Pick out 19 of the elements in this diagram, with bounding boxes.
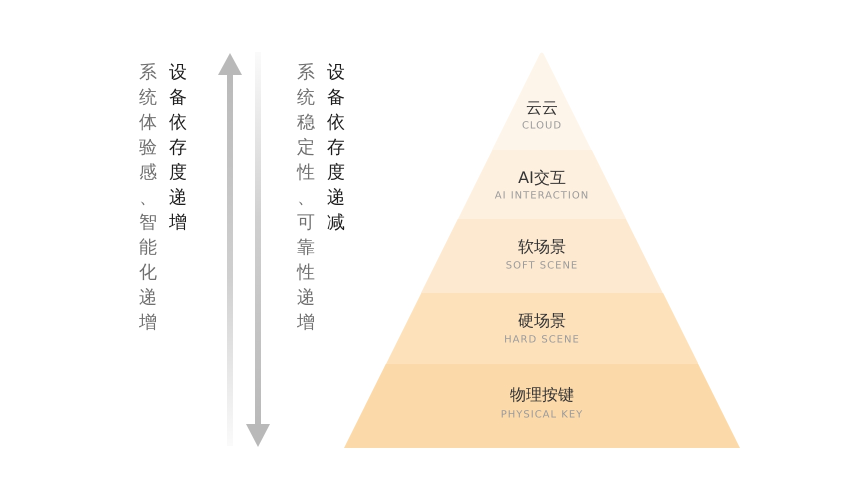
pyramid-layer bbox=[386, 293, 698, 364]
layer-title: 硬场景 bbox=[518, 312, 566, 330]
vertical-heading: 设备依存度递减 bbox=[326, 61, 346, 235]
pyramid-layer bbox=[344, 364, 740, 448]
layer-subtitle: SOFT SCENE bbox=[506, 260, 578, 272]
pyramid-top bbox=[492, 50, 592, 150]
layer-title: AI交互 bbox=[518, 169, 566, 187]
layer-subtitle: AI INTERACTION bbox=[494, 190, 590, 202]
pyramid-layer bbox=[458, 150, 626, 219]
vertical-note: 系统体验感、智能化递增 bbox=[138, 61, 158, 335]
layer-title: 软场景 bbox=[518, 238, 566, 256]
layer-title: 云云 bbox=[526, 99, 558, 117]
vertical-heading: 设备依存度递增 bbox=[168, 61, 188, 235]
layer-title: 物理按键 bbox=[510, 386, 574, 404]
layer-subtitle: CLOUD bbox=[522, 120, 562, 132]
vertical-note: 系统稳定性、可靠性递增 bbox=[296, 61, 316, 335]
layer-subtitle: HARD SCENE bbox=[504, 334, 580, 346]
layer-subtitle: PHYSICAL KEY bbox=[500, 410, 584, 420]
pyramid-layer bbox=[421, 219, 663, 293]
